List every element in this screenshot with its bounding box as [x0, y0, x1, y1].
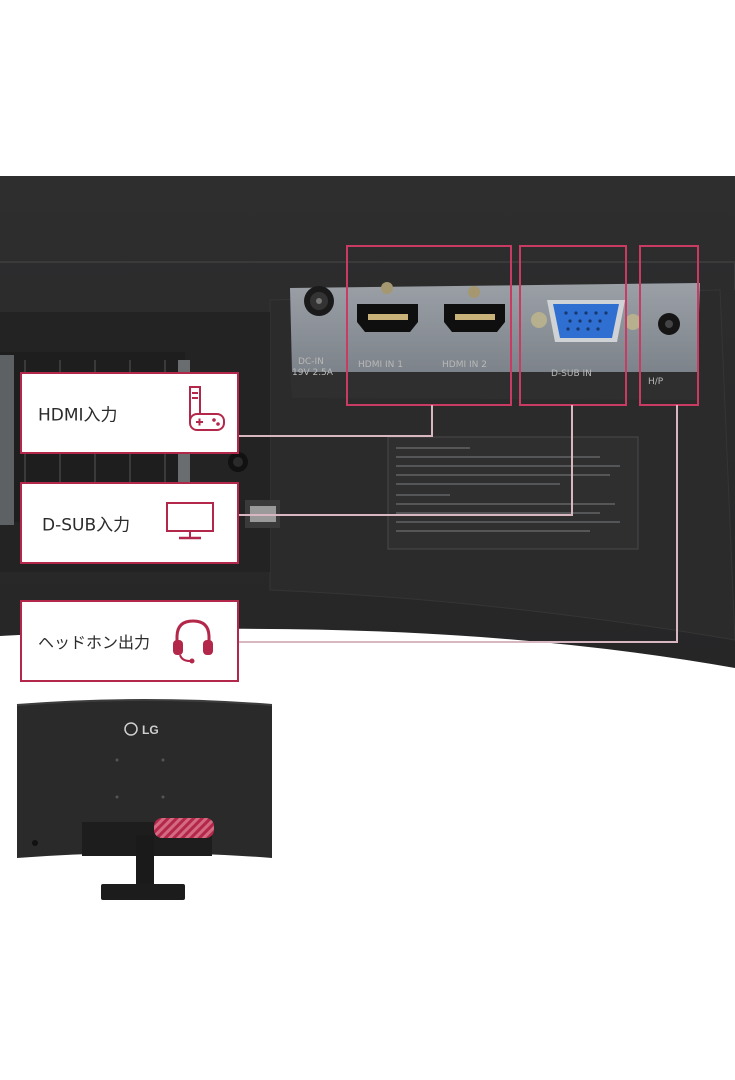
monitor-icon: [164, 499, 218, 547]
regulatory-label: [387, 436, 639, 550]
port-label-dc-in: DC-IN: [298, 357, 324, 367]
hdmi-input-label-box: HDMI入力: [20, 372, 239, 454]
dsub-callout-line: [239, 405, 573, 516]
headset-icon: [168, 613, 218, 669]
port-label-headphone: H/P: [648, 377, 664, 387]
hdmi-callout-line: [239, 405, 433, 437]
port-label-dsub: D-SUB IN: [551, 369, 592, 379]
headphone-highlight-box: [639, 245, 699, 406]
port-label-hdmi1: HDMI IN 1: [358, 360, 403, 370]
port-label-hdmi2: HDMI IN 2: [442, 360, 487, 370]
monitor-back-thumbnail: LG: [16, 699, 273, 900]
headphone-callout-line: [239, 405, 678, 643]
headphone-output-label: ヘッドホン出力: [38, 633, 151, 652]
callout-lines: [239, 405, 678, 643]
dsub-input-label: D-SUB入力: [42, 515, 131, 536]
dsub-input-label-box: D-SUB入力: [20, 482, 239, 564]
hdmi-highlight-box: [346, 245, 512, 406]
headphone-output-label-box: ヘッドホン出力: [20, 600, 239, 682]
console-controller-icon: [182, 385, 228, 441]
hdmi-input-label: HDMI入力: [38, 405, 118, 426]
port-label-dc-in-rating: 19V 2.5A: [292, 368, 334, 378]
lg-logo-icon: [124, 722, 138, 736]
brand-logo-text: LG: [142, 723, 159, 737]
port-area-highlight: [154, 818, 214, 838]
